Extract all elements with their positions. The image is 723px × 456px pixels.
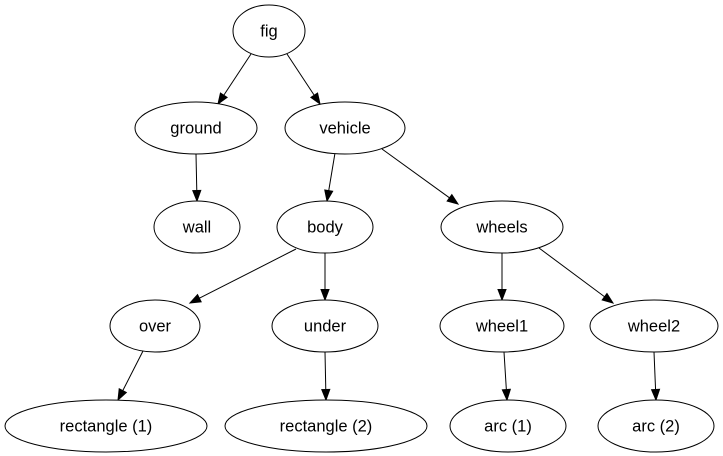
edge-arrowhead-icon xyxy=(497,289,507,302)
node-ellipse-wheel2[interactable] xyxy=(589,299,719,353)
node-label-ground: ground xyxy=(170,119,221,137)
graph-edge xyxy=(286,53,321,106)
graph-node-under[interactable]: under xyxy=(271,299,379,353)
edges-layer xyxy=(117,53,661,402)
graph-edge xyxy=(501,351,512,402)
graph-node-vehicle[interactable]: vehicle xyxy=(284,101,406,155)
node-label-under: under xyxy=(304,317,347,335)
node-ellipse-wheels[interactable] xyxy=(440,200,564,254)
edge-line xyxy=(328,152,336,191)
node-ellipse-under[interactable] xyxy=(271,299,379,353)
graph-edge xyxy=(217,53,252,106)
node-label-rectangle1: rectangle (1) xyxy=(60,417,153,435)
graph-node-wheel1[interactable]: wheel1 xyxy=(439,299,565,353)
graph-node-rectangle2[interactable]: rectangle (2) xyxy=(224,399,428,453)
edge-arrowhead-icon xyxy=(650,388,661,402)
edge-arrowhead-icon xyxy=(188,293,202,304)
edge-arrowhead-icon xyxy=(324,189,334,203)
graph-node-body[interactable]: body xyxy=(276,200,374,254)
edge-arrowhead-icon xyxy=(446,193,460,205)
graph-edge xyxy=(117,350,144,402)
edge-line xyxy=(223,53,252,96)
node-label-wheel2: wheel2 xyxy=(627,317,680,335)
graph-edge xyxy=(381,148,460,205)
nodes-layer: fig ground vehicle wall body wheels over under w… xyxy=(4,4,719,453)
node-label-wall: wall xyxy=(182,218,211,236)
graph-node-over[interactable]: over xyxy=(109,299,201,353)
edge-line xyxy=(195,153,198,191)
node-ellipse-wall[interactable] xyxy=(153,200,241,254)
edge-line xyxy=(538,247,605,298)
node-label-fig: fig xyxy=(260,22,277,40)
edge-arrowhead-icon xyxy=(309,92,321,106)
graph-edge xyxy=(324,152,336,203)
edge-line xyxy=(122,350,144,391)
node-ellipse-fig[interactable] xyxy=(232,4,306,58)
graph-edge xyxy=(192,153,202,203)
node-label-arc1: arc (1) xyxy=(484,417,532,435)
graph-node-wheels[interactable]: wheels xyxy=(440,200,564,254)
node-label-body: body xyxy=(307,218,344,236)
graph-edge xyxy=(497,253,507,302)
node-ellipse-arc1[interactable] xyxy=(449,399,567,453)
edge-arrowhead-icon xyxy=(321,388,331,402)
edge-arrowhead-icon xyxy=(320,289,330,302)
edge-arrowhead-icon xyxy=(501,388,512,402)
node-label-rectangle2: rectangle (2) xyxy=(280,417,373,435)
edge-line xyxy=(503,351,507,390)
edge-line xyxy=(381,148,450,199)
node-ellipse-body[interactable] xyxy=(276,200,374,254)
graph-node-ground[interactable]: ground xyxy=(134,101,258,155)
edge-line xyxy=(199,248,297,299)
edge-arrowhead-icon xyxy=(601,292,615,304)
edge-arrowhead-icon xyxy=(217,92,229,106)
edge-line xyxy=(324,351,327,390)
node-ellipse-wheel1[interactable] xyxy=(439,299,565,353)
graph-node-arc2[interactable]: arc (2) xyxy=(597,399,715,453)
edge-arrowhead-icon xyxy=(117,388,128,402)
graph-edge xyxy=(188,248,297,304)
node-label-wheels: wheels xyxy=(475,218,527,236)
graph-edge xyxy=(650,351,661,402)
edge-line xyxy=(286,53,315,96)
graph-node-wheel2[interactable]: wheel2 xyxy=(589,299,719,353)
node-label-over: over xyxy=(139,317,172,335)
graph-edge xyxy=(538,247,615,304)
node-ellipse-rectangle2[interactable] xyxy=(224,399,428,453)
node-ellipse-rectangle1[interactable] xyxy=(4,399,208,453)
graph-edge xyxy=(320,253,330,302)
node-ellipse-over[interactable] xyxy=(109,299,201,353)
graph-node-wall[interactable]: wall xyxy=(153,200,241,254)
graph-edge xyxy=(321,351,331,402)
node-ellipse-arc2[interactable] xyxy=(597,399,715,453)
node-label-vehicle: vehicle xyxy=(319,119,370,137)
node-label-wheel1: wheel1 xyxy=(475,317,528,335)
edge-line xyxy=(653,351,657,390)
graph-node-rectangle1[interactable]: rectangle (1) xyxy=(4,399,208,453)
node-label-arc2: arc (2) xyxy=(632,417,680,435)
edge-arrowhead-icon xyxy=(192,189,202,203)
graph-node-arc1[interactable]: arc (1) xyxy=(449,399,567,453)
node-ellipse-vehicle[interactable] xyxy=(284,101,406,155)
node-ellipse-ground[interactable] xyxy=(134,101,258,155)
graph-node-fig[interactable]: fig xyxy=(232,4,306,58)
